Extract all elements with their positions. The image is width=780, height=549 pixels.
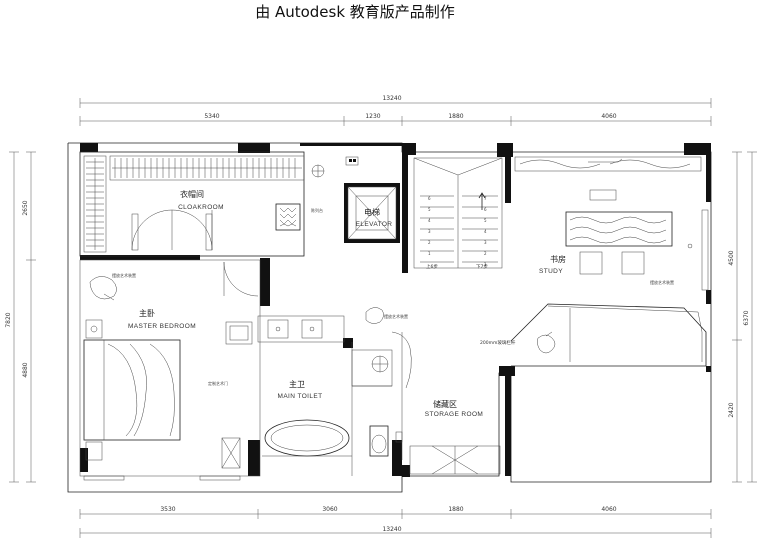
- room-master-bedroom-cn: 主卧: [139, 308, 155, 318]
- svg-text:3: 3: [484, 240, 487, 245]
- cloakroom: 陈列台 衣帽间 CLOAKROOM: [79, 151, 325, 257]
- master-bedroom: 摆放艺术装置 主卧 MASTER BEDROOM 定制艺术门: [79, 259, 261, 481]
- main-toilet: 摆放艺术装置 主卫 MAIN TOILET: [225, 307, 412, 476]
- study-chair-right: [621, 251, 645, 275]
- note-railing: 200mm玻璃栏杆: [480, 339, 516, 346]
- dim-bottom-total: 13240: [382, 526, 401, 533]
- room-cloakroom-cn: 衣帽间: [180, 189, 204, 199]
- room-master-bedroom-en: MASTER BEDROOM: [128, 323, 196, 330]
- study-chair-left: [579, 251, 603, 275]
- room-study-cn: 书房: [550, 254, 566, 264]
- svg-text:1: 1: [428, 251, 431, 256]
- bedroom-art-icon: [89, 276, 117, 301]
- dim-bottom-seg-4: 4060: [601, 506, 616, 513]
- dim-bottom-seg-1: 3530: [160, 506, 175, 513]
- bed: [83, 339, 181, 441]
- storage-room: 200mm玻璃栏杆 储藏区 STORAGE ROOM: [401, 303, 707, 475]
- svg-text:6: 6: [484, 207, 487, 212]
- display-table: [275, 203, 301, 231]
- dim-top-seg-4: 4060: [601, 113, 616, 120]
- note-art-study: 摆放艺术装置: [650, 279, 674, 285]
- room-main-toilet-en: MAIN TOILET: [278, 393, 323, 400]
- room-storage-en: STORAGE ROOM: [425, 411, 484, 418]
- stair-arrow-icon: [478, 192, 486, 210]
- dim-left-seg-2: 4880: [22, 362, 29, 377]
- svg-text:1: 1: [484, 262, 487, 267]
- svg-text:2: 2: [428, 240, 431, 245]
- svg-text:7: 7: [484, 196, 487, 201]
- room-storage-cn: 储藏区: [433, 399, 457, 409]
- dim-right-total: 6370: [743, 310, 750, 325]
- exterior-walls: [67, 142, 712, 493]
- dim-left-total: 7820: [5, 312, 12, 327]
- top-dimensions: 13240 5340 1230 1880 4060: [79, 95, 712, 126]
- dim-top-total: 13240: [382, 95, 401, 102]
- svg-text:3: 3: [428, 229, 431, 234]
- room-study-en: STUDY: [539, 268, 563, 275]
- dim-right-seg-2: 2420: [728, 402, 735, 417]
- room-elevator-cn: 电梯: [364, 207, 380, 217]
- study: 书房 STUDY 摆放艺术装置: [514, 156, 709, 291]
- lounge-chair-icon: [588, 158, 623, 163]
- dim-bottom-seg-2: 3060: [322, 506, 337, 513]
- note-art-toilet: 摆放艺术装置: [384, 313, 408, 319]
- dim-top-seg-1: 5340: [204, 113, 219, 120]
- dim-right-seg-1: 4500: [728, 250, 735, 265]
- note-stair-up: 下7步: [476, 264, 488, 270]
- svg-text:2: 2: [484, 251, 487, 256]
- bathtub: [264, 419, 350, 457]
- dim-left-seg-1: 2650: [22, 200, 29, 215]
- art-piece-icon: [537, 331, 556, 354]
- room-main-toilet-cn: 主卫: [289, 379, 305, 389]
- dim-top-seg-2: 1230: [365, 113, 380, 120]
- wardrobe-hangers-top: [112, 158, 302, 178]
- note-art-bedroom: 摆放艺术装置: [112, 272, 136, 278]
- left-dimensions: 7820 2650 4880: [5, 151, 36, 483]
- svg-text:5: 5: [484, 218, 487, 223]
- svg-text:4: 4: [484, 229, 487, 234]
- svg-text:4: 4: [428, 218, 431, 223]
- right-dimensions: 4500 2420 6370: [728, 151, 757, 483]
- toilet: [369, 425, 389, 457]
- staircase: 6 5 4 3 2 1 7 6 5 4 3 2 1 上6步 下7步: [413, 157, 503, 270]
- display-table-pattern: [279, 207, 297, 227]
- dim-top-seg-3: 1880: [448, 113, 463, 120]
- note-shelf: 陈列台: [311, 207, 323, 213]
- svg-text:5: 5: [428, 207, 431, 212]
- svg-text:6: 6: [428, 196, 431, 201]
- toilet-art-icon: [365, 307, 384, 324]
- elevator: 电梯 ELEVATOR: [345, 156, 397, 240]
- room-cloakroom-en: CLOAKROOM: [178, 204, 224, 211]
- note-art-door: 定制艺术门: [208, 380, 228, 386]
- dim-bottom-seg-3: 1880: [448, 506, 463, 513]
- study-desk: [565, 211, 673, 247]
- bottom-dimensions: 3530 3060 1880 4060 13240: [79, 506, 712, 538]
- note-stair-down: 上6步: [426, 263, 438, 270]
- header-title: 由 Autodesk 教育版产品制作: [255, 3, 455, 21]
- room-elevator-en: ELEVATOR: [356, 221, 393, 228]
- header-bar: 由 Autodesk 教育版产品制作: [0, 0, 780, 22]
